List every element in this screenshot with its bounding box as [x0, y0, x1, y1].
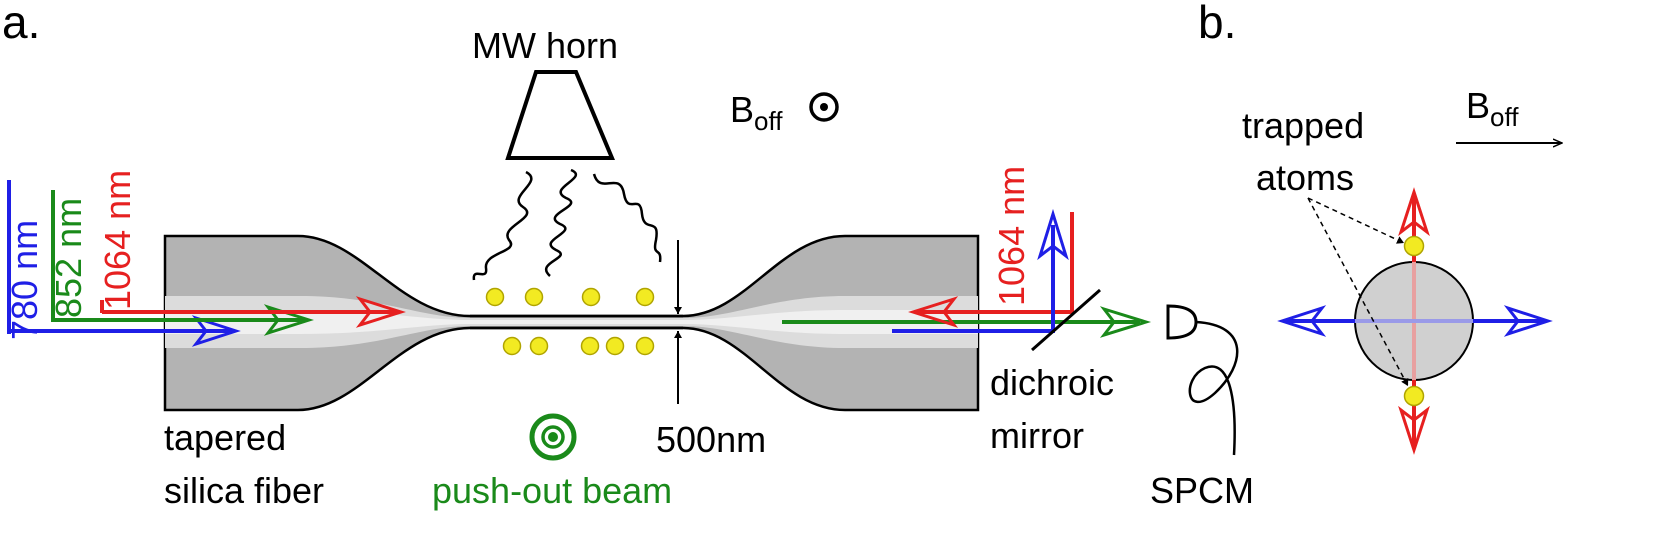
beam-780-arrowhead	[191, 315, 241, 347]
blue-arrowhead-right	[1503, 305, 1553, 337]
beam-1064-return-arrowhead	[908, 296, 959, 328]
atom-top-2	[524, 287, 544, 307]
atom-top-1	[485, 287, 505, 307]
size-label: 500nm	[656, 419, 766, 460]
mirror-label-line1: dichroic	[990, 362, 1114, 403]
out-of-page-icon	[809, 92, 839, 122]
atom-top-4	[635, 287, 655, 307]
wavelength-1064-label: 1064 nm	[97, 170, 138, 310]
atom-bottom-2	[529, 336, 549, 356]
atom-bottom-5	[635, 336, 655, 356]
panel-a-label: a.	[2, 0, 40, 48]
spcm-detector	[1166, 304, 1239, 456]
b-off-label-panel-b: Boff	[1466, 85, 1519, 132]
wavelength-1064-right-label: 1064 nm	[991, 166, 1032, 306]
microwave-wave-center	[544, 168, 578, 277]
microwave-waves	[472, 168, 662, 281]
beam-780-return-arrowhead	[1037, 208, 1069, 261]
blue-probe-beam	[1277, 305, 1553, 337]
detector-cable	[1188, 320, 1239, 456]
fiber-label-line2: silica fiber	[164, 470, 324, 511]
detector-label: SPCM	[1150, 470, 1254, 511]
microwave-wave-right	[592, 173, 662, 263]
atom-array	[485, 287, 655, 356]
trapped-atom-top	[1403, 235, 1425, 257]
atoms-label-line1: trapped	[1242, 105, 1364, 146]
atom-bottom-1	[502, 336, 522, 356]
fiber-label-line1: tapered	[164, 417, 286, 458]
trapped-atom-bottom	[1403, 385, 1425, 407]
red-arrowhead-down	[1398, 405, 1430, 455]
beam-1064-arrowhead	[355, 296, 406, 328]
red-arrowhead-up	[1398, 187, 1430, 237]
detector-head	[1166, 304, 1198, 340]
dichroic-mirror	[1031, 288, 1101, 352]
pushout-label: push-out beam	[432, 470, 672, 511]
input-beams	[7, 180, 406, 347]
b-off-label: Boff	[730, 89, 783, 136]
beam-852-output-arrowhead	[1099, 306, 1152, 338]
mirror-label-line2: mirror	[990, 415, 1084, 456]
microwave-wave-left	[472, 170, 533, 281]
atom-bottom-4	[605, 336, 625, 356]
beam-852-arrowhead	[263, 304, 314, 336]
atom-bottom-3	[580, 336, 600, 356]
blue-arrowhead-left	[1277, 305, 1327, 337]
atom-top-3	[581, 287, 601, 307]
atoms-label-line2: atoms	[1256, 157, 1354, 198]
wavelength-852-label: 852 nm	[48, 198, 89, 318]
pushout-beam-icon	[529, 413, 577, 461]
wavelength-780-label: 780 nm	[4, 220, 45, 340]
mw-horn-label: MW horn	[472, 25, 618, 66]
beam-1064-return	[916, 212, 1074, 314]
mw-horn-icon	[505, 70, 616, 160]
panel-b-label: b.	[1198, 0, 1236, 48]
